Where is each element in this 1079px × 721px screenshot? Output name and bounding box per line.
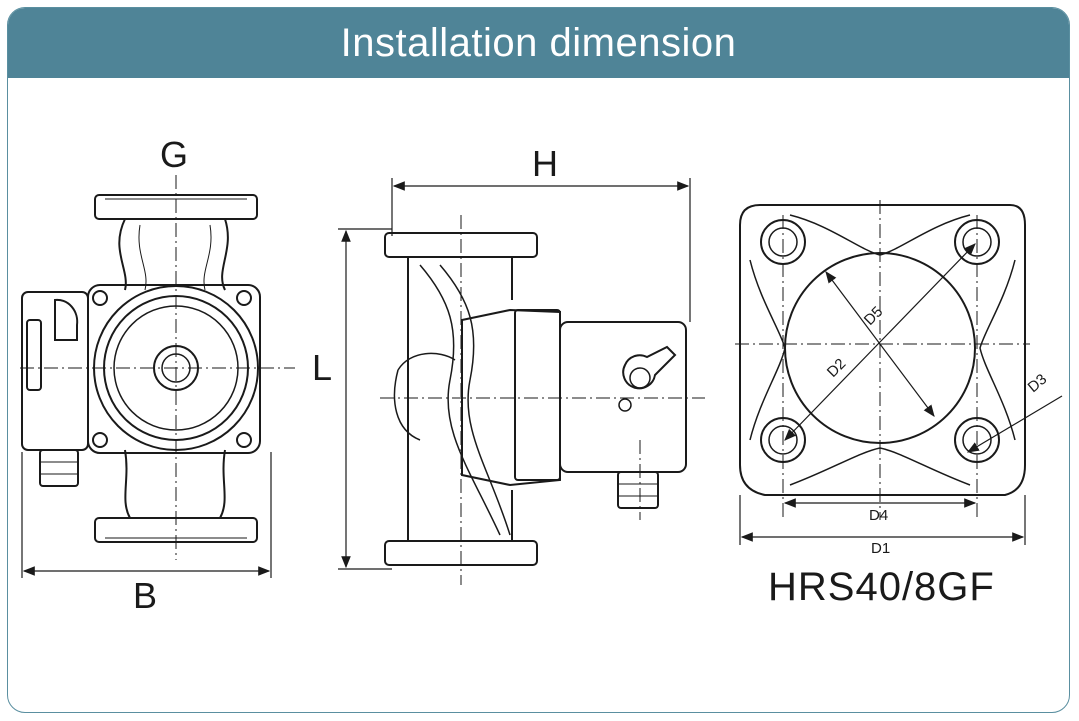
dimension-d2 — [825, 271, 935, 417]
front-centerlines — [20, 175, 295, 560]
label-b: B — [133, 575, 157, 616]
label-d4: D4 — [869, 507, 888, 524]
dimension-d1 — [739, 495, 1026, 545]
label-l: L — [312, 347, 332, 388]
label-d3: D3 — [1025, 371, 1051, 396]
page-title: Installation dimension — [340, 20, 737, 65]
dimension-h — [391, 178, 691, 322]
model-name: HRS40/8GF — [768, 565, 995, 609]
dimension-b — [21, 452, 272, 578]
label-d5: D5 — [861, 303, 887, 329]
header-bar: Installation dimension — [8, 8, 1069, 78]
label-h: H — [532, 143, 558, 184]
side-view — [384, 232, 687, 566]
dimension-l — [338, 228, 392, 570]
label-g: G — [160, 134, 188, 175]
flange-centerlines — [735, 200, 1030, 520]
label-d1: D1 — [871, 540, 890, 557]
side-centerlines — [380, 215, 705, 585]
dimension-d3 — [966, 395, 1063, 453]
